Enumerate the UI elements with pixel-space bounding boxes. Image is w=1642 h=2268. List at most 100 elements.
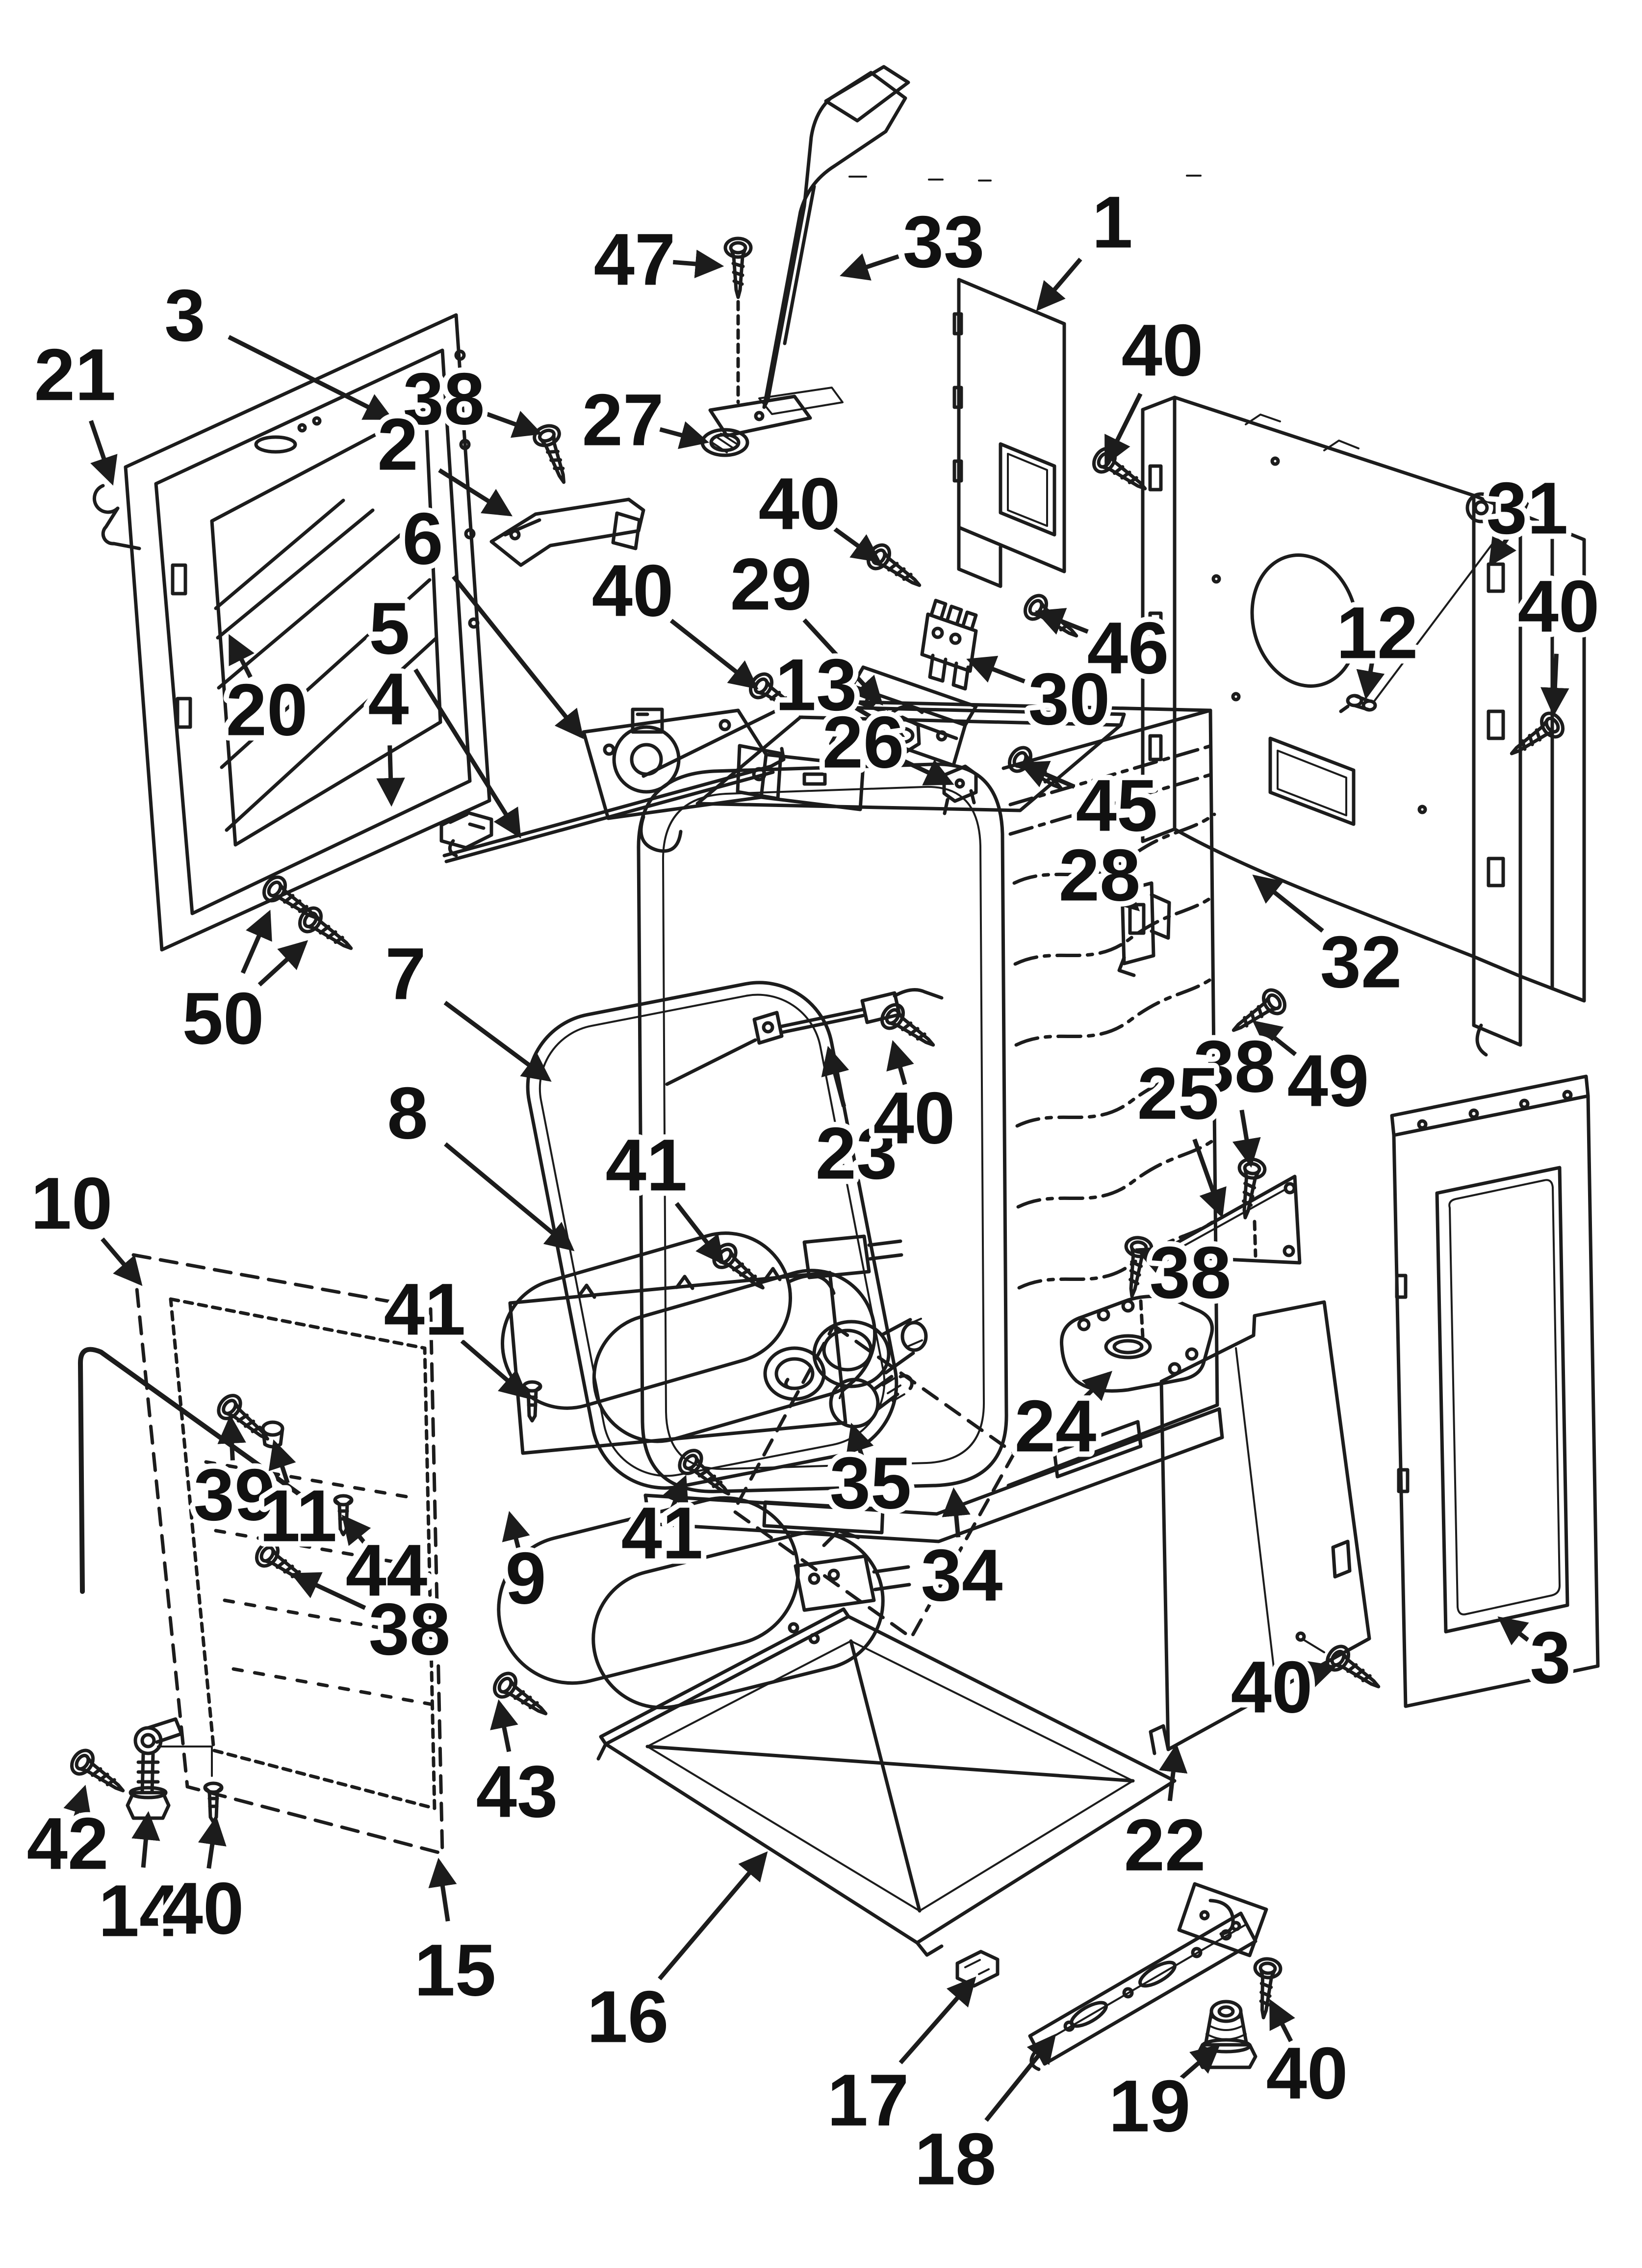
callout-21: 21	[29, 328, 121, 486]
leader-line-18	[984, 2033, 1056, 2122]
callout-50: 50	[177, 910, 308, 1065]
callout-number-7: 7	[385, 933, 426, 1015]
glide-clip-17	[955, 1950, 1000, 1988]
callout-25: 25	[1132, 1047, 1227, 1218]
stud-12	[1339, 694, 1377, 713]
rivet-40-leg	[205, 1783, 222, 1822]
leader-line-16	[658, 1851, 768, 1981]
base-pan-16	[596, 1607, 1177, 1957]
callout-number-1: 1	[1092, 181, 1132, 263]
callout-number-29: 29	[730, 543, 812, 626]
leader-line-38	[1232, 1109, 1261, 1168]
callout-9: 9	[500, 1511, 552, 1625]
callout-4: 4	[362, 652, 414, 807]
leader-line-10	[101, 1237, 143, 1286]
leader-line-42	[63, 1785, 91, 1820]
callout-number-47: 47	[594, 218, 676, 301]
callout-number-39: 39	[194, 1454, 276, 1536]
bake-element-9	[497, 1496, 911, 1710]
screw-42	[68, 1747, 130, 1801]
callout-40: 40	[1104, 304, 1208, 466]
leader-line-20	[228, 634, 255, 678]
callout-number-40: 40	[592, 549, 674, 632]
leader-line-6	[452, 575, 584, 739]
callout-38: 38	[1188, 1020, 1281, 1168]
leader-line-41	[662, 1475, 689, 1510]
callout-40: 40	[587, 544, 759, 690]
rear-access-cover	[952, 278, 1066, 588]
leader-line-8	[444, 1142, 575, 1251]
callout-12: 12	[1331, 586, 1423, 700]
callout-35: 35	[824, 1423, 917, 1530]
callout-34: 34	[916, 1487, 1008, 1622]
callout-39: 39	[188, 1414, 281, 1541]
callout-number-16: 16	[587, 1976, 669, 2058]
callout-number-13: 13	[775, 644, 857, 726]
leader-line-40	[1540, 653, 1569, 717]
drawer-rail-18	[1028, 1882, 1268, 2071]
callout-38: 38	[290, 1572, 456, 1676]
callout-49: 49	[1252, 1020, 1374, 1127]
leader-line-31	[1488, 531, 1516, 567]
latch-bracket	[489, 497, 645, 567]
callout-number-33: 33	[903, 201, 985, 283]
callout-7: 7	[380, 927, 552, 1082]
callout-number-23: 23	[816, 1112, 898, 1195]
callout-number-34: 34	[921, 1534, 1003, 1616]
leader-line-46	[1035, 608, 1089, 635]
leader-line-45	[1019, 761, 1076, 789]
callout-22: 22	[1119, 1743, 1211, 1892]
callout-40: 40	[753, 457, 881, 563]
callout-number-14: 14	[99, 1870, 180, 1952]
callout-40: 40	[157, 1816, 249, 1955]
callout-number-46: 46	[1087, 607, 1169, 689]
leader-line-38	[486, 411, 542, 438]
callout-number-19: 19	[1109, 2065, 1191, 2147]
leader-line-50	[240, 910, 272, 974]
plug-11	[261, 1420, 284, 1449]
callout-number-40: 40	[1122, 309, 1204, 391]
screw-50b	[296, 904, 359, 959]
callout-number-4: 4	[368, 658, 409, 740]
callout-number-10: 10	[31, 1162, 113, 1245]
leader-line-40	[1269, 1999, 1295, 2042]
callout-8: 8	[382, 1067, 575, 1251]
leader-line-25	[1192, 1138, 1227, 1218]
callout-number-26: 26	[822, 701, 904, 783]
leader-line-1	[1036, 258, 1082, 312]
leader-line-7	[443, 1000, 552, 1082]
callout-number-5: 5	[369, 587, 410, 670]
callout-5: 5	[363, 582, 521, 839]
callout-3: 3	[1497, 1611, 1576, 1704]
callout-6: 6	[397, 492, 584, 739]
callout-46: 46	[1035, 601, 1174, 695]
rod-clip-4	[439, 810, 493, 858]
callout-47: 47	[589, 213, 724, 306]
callout-number-17: 17	[827, 2059, 909, 2141]
leader-line-33	[840, 253, 899, 281]
callout-number-45: 45	[1076, 764, 1158, 847]
leader-line-41	[460, 1339, 529, 1399]
rear-panel	[1141, 395, 1586, 1057]
callout-17: 17	[822, 1976, 976, 2147]
callout-number-38: 38	[1150, 1231, 1232, 1314]
callout-18: 18	[909, 2033, 1056, 2206]
callout-2: 2	[372, 398, 513, 517]
leader-line-34	[942, 1487, 971, 1538]
terminal-block-30	[920, 599, 978, 691]
leader-line-19	[1179, 2044, 1221, 2081]
callout-number-40: 40	[1231, 1646, 1313, 1728]
callout-33: 33	[840, 195, 990, 288]
leader-line-40	[198, 1816, 227, 1869]
callout-40: 40	[868, 1040, 960, 1165]
callout-number-44: 44	[346, 1529, 428, 1612]
leader-line-50	[257, 940, 308, 987]
grommet-27	[700, 428, 749, 457]
callout-number-40: 40	[873, 1077, 955, 1159]
callout-number-6: 6	[402, 497, 443, 580]
callout-15: 15	[409, 1857, 501, 2017]
callout-number-2: 2	[377, 403, 418, 486]
mounting-plate-24	[1060, 1295, 1214, 1393]
support-bracket-33	[708, 65, 910, 438]
